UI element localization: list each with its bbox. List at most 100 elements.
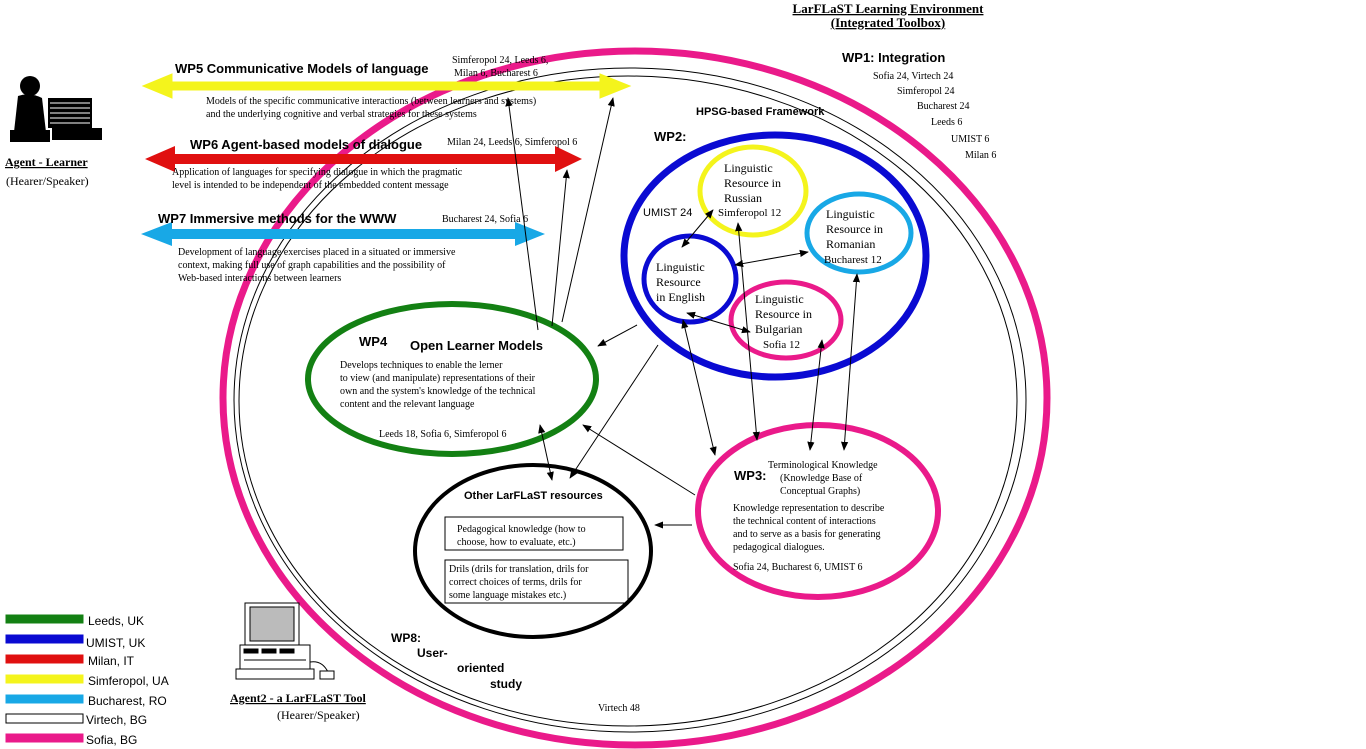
drils-1: Drils (drils for translation, drils for	[449, 564, 589, 575]
wp3-label: WP3:	[734, 468, 767, 483]
wp4-label: WP4	[359, 334, 388, 349]
wp7-desc-1: Development of language exercises placed…	[178, 247, 456, 258]
agent-learner-label: Agent - Learner	[5, 155, 88, 169]
legend-swatch-sofia	[5, 733, 84, 743]
wp1-partner-4: UMIST 6	[951, 134, 989, 145]
english-3: in English	[656, 290, 705, 304]
wp6-desc-1: Application of languages for specifying …	[172, 167, 463, 178]
computer-icon	[235, 602, 335, 680]
wp8-line4: study	[490, 677, 522, 691]
legend-swatch-milan	[5, 654, 84, 664]
wp2-umist: UMIST 24	[643, 207, 692, 219]
wp2-circle	[620, 131, 930, 381]
wp2-framework: HPSG-based Framework	[696, 106, 825, 118]
wp3-desc-4: pedagogical dialogues.	[733, 542, 825, 553]
wp3-partners: Sofia 24, Bucharest 6, UMIST 6	[733, 562, 863, 573]
russian-2: Resource in	[724, 176, 781, 190]
wp8-line2: User-	[417, 646, 448, 660]
legend-label-milan: Milan, IT	[88, 654, 135, 668]
romanian-3: Romanian	[826, 237, 875, 251]
outer-circle-virtech-2	[238, 75, 1018, 727]
agent2-role: (Hearer/Speaker)	[277, 708, 360, 722]
wp1-partner-3: Leeds 6	[931, 117, 962, 128]
legend-swatch-virtech	[5, 713, 84, 724]
wp3-tk-2: (Knowledge Base of	[780, 473, 863, 484]
wp4-desc-4: content and the relevant language	[340, 399, 475, 410]
wp7-arrow	[141, 222, 545, 246]
wp5-arrow	[141, 73, 632, 99]
wp6-arrow	[145, 146, 582, 172]
wp3-tk-3: Conceptual Graphs)	[780, 486, 860, 497]
drils-3: some language mistakes etc.)	[449, 590, 566, 601]
wp3-tk-1: Terminological Knowledge	[768, 460, 878, 471]
wp3-desc-2: the technical content of interactions	[733, 516, 876, 527]
bulgarian-partner: Sofia 12	[763, 339, 800, 351]
romanian-partner: Bucharest 12	[824, 254, 882, 266]
bulgarian-3: Bulgarian	[755, 322, 802, 336]
romanian-1: Linguistic	[826, 207, 875, 221]
romanian-circle	[804, 191, 914, 275]
legend-swatch-umist	[5, 634, 84, 644]
other-resources-circle	[413, 463, 653, 639]
connection-arrows	[505, 97, 860, 529]
pedagogical-box	[444, 516, 624, 551]
wp5-partners-1: Simferopol 24, Leeds 6,	[452, 55, 548, 66]
agent-learner-role: (Hearer/Speaker)	[6, 174, 89, 188]
legend-label-leeds: Leeds, UK	[88, 614, 144, 628]
wp7-desc-3: Web-based interactions between learners	[178, 273, 341, 284]
wp4-title: Open Learner Models	[410, 338, 543, 353]
wp1-partner-5: Milan 6	[965, 150, 996, 161]
wp5-desc-1: Models of the specific communicative int…	[206, 96, 536, 107]
wp7-desc-2: context, making full use of graph capabi…	[178, 260, 446, 271]
wp5-partners-2: Milan 6, Bucharest 6	[454, 68, 538, 79]
wp7-partners: Bucharest 24, Sofia 6	[442, 214, 528, 225]
drils-box	[444, 559, 629, 604]
wp3-desc-1: Knowledge representation to describe	[733, 503, 885, 514]
wp4-desc-3: own and the system's knowledge of the te…	[340, 386, 536, 397]
russian-3: Russian	[724, 191, 762, 205]
wp4-desc-2: to view (and manipulate) representations…	[340, 373, 536, 384]
wp5-title: WP5 Communicative Models of language	[175, 61, 429, 76]
wp5-desc-2: and the underlying cognitive and verbal …	[206, 109, 477, 120]
legend-label-umist: UMIST, UK	[86, 636, 145, 650]
wp8-partners: Virtech 48	[598, 703, 640, 714]
other-title: Other LarFLaST resources	[464, 490, 603, 502]
title-line1: LarFLaST Learning Environment	[793, 1, 985, 16]
wp7-title: WP7 Immersive methods for the WWW	[158, 211, 397, 226]
bulgarian-1: Linguistic	[755, 292, 804, 306]
legend-label-bucharest: Bucharest, RO	[88, 694, 167, 708]
agent2-label: Agent2 - a LarFLaST Tool	[230, 691, 366, 705]
legend-swatch-leeds	[5, 614, 84, 624]
wp3-desc-3: and to serve as a basis for generating	[733, 529, 880, 540]
pedagogical-1: Pedagogical knowledge (how to	[457, 524, 586, 535]
legend-label-virtech: Virtech, BG	[86, 713, 147, 727]
romanian-2: Resource in	[826, 222, 883, 236]
english-2: Resource	[656, 275, 701, 289]
english-1: Linguistic	[656, 260, 705, 274]
wp8-line3: oriented	[457, 661, 504, 675]
person-at-computer-icon	[10, 76, 102, 142]
legend: Leeds, UK UMIST, UK Milan, IT Simferopol…	[5, 614, 169, 747]
title-line2: (Integrated Toolbox)	[831, 15, 945, 30]
drils-2: correct choices of terms, drils for	[449, 577, 582, 588]
bulgarian-2: Resource in	[755, 307, 812, 321]
wp6-title: WP6 Agent-based models of dialogue	[190, 137, 422, 152]
wp2-title: WP2:	[654, 129, 687, 144]
outer-circle-sofia	[219, 47, 1051, 749]
wp4-desc-1: Develops techniques to enable the lerner	[340, 360, 503, 371]
wp6-partners: Milan 24, Leeds 6, Simferopol 6	[447, 137, 577, 148]
legend-swatch-simferopol	[5, 674, 84, 684]
wp6-desc-2: level is intended to be independent of t…	[172, 180, 449, 191]
pedagogical-2: choose, how to evaluate, etc.)	[457, 537, 576, 548]
wp1-partner-2: Bucharest 24	[917, 101, 970, 112]
wp1-partner-0: Sofia 24, Virtech 24	[873, 71, 953, 82]
legend-swatch-bucharest	[5, 694, 84, 704]
legend-label-simferopol: Simferopol, UA	[88, 674, 169, 688]
wp1-title: WP1: Integration	[842, 50, 945, 65]
legend-label-sofia: Sofia, BG	[86, 733, 137, 747]
wp4-partners: Leeds 18, Sofia 6, Simferopol 6	[379, 429, 506, 440]
wp4-circle	[305, 301, 599, 457]
wp1-partner-1: Simferopol 24	[897, 86, 955, 97]
outer-circle-virtech-1	[233, 67, 1027, 733]
